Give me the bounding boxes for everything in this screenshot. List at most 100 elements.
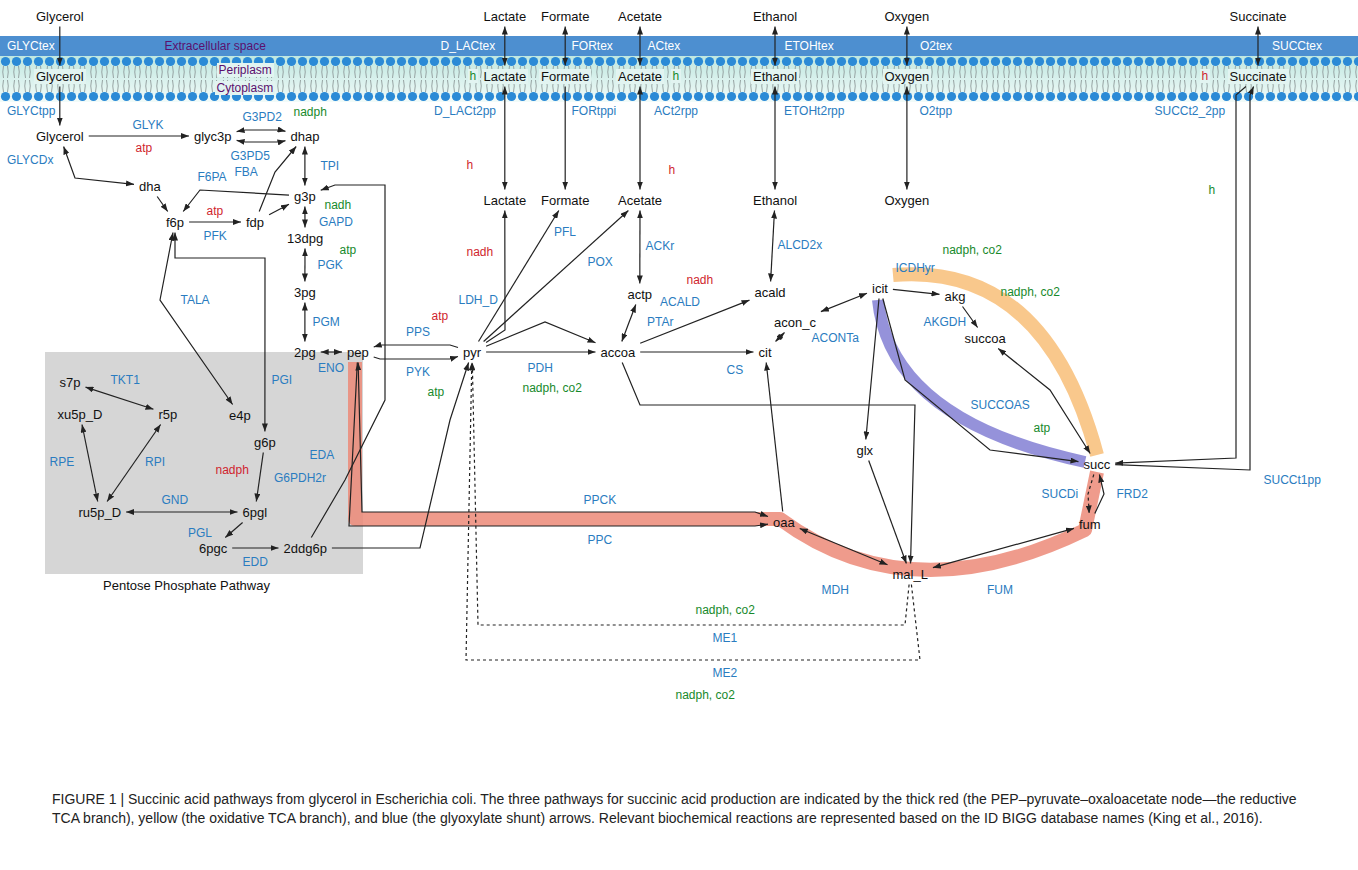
enzyme-label: ETOHtex bbox=[785, 39, 834, 53]
pathway-name: Pentose Phosphate Pathway bbox=[103, 578, 270, 593]
reaction-arrow bbox=[639, 87, 640, 190]
metabolite-name: g6p bbox=[254, 435, 276, 450]
metabolite: accoa bbox=[599, 345, 638, 360]
metabolite: Acetate bbox=[616, 193, 664, 208]
reaction-arrow bbox=[893, 289, 940, 294]
metabolite: glx bbox=[855, 443, 876, 458]
metabolite: ru5p_D bbox=[77, 505, 124, 520]
metabolite: s7p bbox=[58, 375, 83, 390]
enzyme-label: ENO bbox=[318, 361, 344, 375]
reaction-arrow bbox=[1115, 87, 1246, 464]
enzyme-label: GAPD bbox=[319, 215, 353, 229]
reaction-arrow bbox=[906, 87, 907, 190]
metabolite: 13dpg bbox=[285, 231, 325, 246]
metabolite: Ethanol bbox=[751, 193, 799, 208]
cofactor-label: h bbox=[669, 163, 676, 177]
metabolite-name: Glycerol bbox=[36, 129, 84, 144]
enzyme-label: TKT1 bbox=[111, 373, 140, 387]
metabolite: g6p bbox=[252, 435, 278, 450]
enzyme-label: SUCCOAS bbox=[971, 398, 1030, 412]
oxidative-branch-band bbox=[893, 274, 1097, 455]
metabolite-name: 6pgl bbox=[243, 505, 268, 520]
reaction-arrow bbox=[486, 351, 595, 352]
reaction-arrow bbox=[479, 211, 559, 342]
metabolite: Ethanol bbox=[751, 9, 799, 24]
metabolite: dha bbox=[137, 179, 163, 194]
cofactor-label: h bbox=[671, 69, 682, 83]
enzyme-label: PYK bbox=[406, 365, 430, 379]
reaction-arrow bbox=[486, 322, 595, 346]
reaction-arrow bbox=[304, 249, 305, 282]
reaction-arrow bbox=[304, 147, 305, 186]
enzyme-label: ICDHyr bbox=[896, 261, 935, 275]
cofactor-label: nadph bbox=[216, 463, 249, 477]
metabolite: Acetate bbox=[616, 9, 664, 24]
metabolite: oaa bbox=[771, 515, 797, 530]
reaction-arrow bbox=[821, 293, 867, 311]
enzyme-label: ME2 bbox=[713, 666, 738, 680]
metabolite: 3pg bbox=[292, 285, 318, 300]
reaction-arrow bbox=[933, 528, 1074, 567]
metabolite: Formate bbox=[539, 193, 591, 208]
reaction-arrow bbox=[237, 130, 286, 132]
reaction-arrow bbox=[358, 363, 768, 517]
metabolite-name: oaa bbox=[773, 515, 795, 530]
lipid-bilayer bbox=[0, 56, 1358, 102]
cofactor-label: nadh bbox=[325, 198, 352, 212]
enzyme-label: SUCCt1pp bbox=[1264, 473, 1321, 487]
enzyme-label: G3PD2 bbox=[243, 110, 282, 124]
metabolite-name: Formate bbox=[541, 193, 589, 208]
enzyme-label: GLYK bbox=[133, 118, 164, 132]
cofactor-label: nadh bbox=[467, 245, 494, 259]
metabolite: 2pg bbox=[292, 345, 318, 360]
metabolite: acon_c bbox=[772, 315, 818, 330]
cofactor-label: atp bbox=[432, 309, 449, 323]
enzyme-label: TALA bbox=[181, 293, 210, 307]
metabolite-name: succoa bbox=[965, 331, 1006, 346]
enzyme-label: PPC bbox=[588, 533, 613, 547]
enzyme-label: SUCCtex bbox=[1272, 39, 1322, 53]
enzyme-label: O2tex bbox=[920, 39, 952, 53]
metabolite: Ethanol bbox=[751, 69, 799, 84]
cofactor-label: h bbox=[468, 69, 479, 83]
reaction-arrow bbox=[82, 425, 98, 502]
reaction-arrow bbox=[883, 299, 1079, 462]
reaction-arrow bbox=[776, 333, 785, 342]
reaction-arrow bbox=[639, 27, 640, 66]
reaction-arrow bbox=[183, 190, 289, 212]
cofactor-label: atp bbox=[136, 141, 153, 155]
metabolite-name: s7p bbox=[60, 375, 81, 390]
reaction-arrow bbox=[466, 363, 920, 661]
metabolite-name: pep bbox=[347, 345, 369, 360]
reaction-arrow bbox=[59, 87, 60, 126]
metabolite-name: cit bbox=[759, 345, 772, 360]
reaction-arrow bbox=[374, 357, 458, 360]
metabolite-name: acald bbox=[755, 285, 786, 300]
enzyme-label: FORtppi bbox=[572, 104, 617, 118]
metabolite-name: 6pgc bbox=[199, 541, 227, 556]
metabolite: Lactate bbox=[482, 69, 529, 84]
compartment-label: Cytoplasm bbox=[215, 81, 276, 95]
metabolite: Formate bbox=[539, 9, 591, 24]
reaction-arrow bbox=[622, 363, 915, 564]
reaction-arrow bbox=[639, 211, 640, 284]
metabolite: pep bbox=[345, 345, 371, 360]
reaction-arrow bbox=[866, 299, 879, 440]
metabolite: Glycerol bbox=[34, 129, 86, 144]
enzyme-label: ACONTa bbox=[812, 331, 859, 345]
cofactor-label: nadph, co2 bbox=[676, 688, 735, 702]
metabolite: Acetate bbox=[616, 69, 664, 84]
reaction-arrow bbox=[64, 147, 134, 185]
metabolite: 6pgl bbox=[241, 505, 270, 520]
reaction-arrow bbox=[1257, 27, 1258, 66]
enzyme-label: FRD2 bbox=[1117, 487, 1148, 501]
metabolite-name: 3pg bbox=[294, 285, 316, 300]
metabolite-name: Lactate bbox=[484, 69, 527, 84]
metabolite-name: Acetate bbox=[618, 9, 662, 24]
reaction-arrow bbox=[225, 523, 242, 538]
metabolite: Succinate bbox=[1228, 69, 1289, 84]
reaction-arrow bbox=[484, 211, 629, 342]
reaction-arrow bbox=[774, 87, 775, 190]
enzyme-label: EDD bbox=[243, 555, 268, 569]
metabolite: succoa bbox=[963, 331, 1008, 346]
